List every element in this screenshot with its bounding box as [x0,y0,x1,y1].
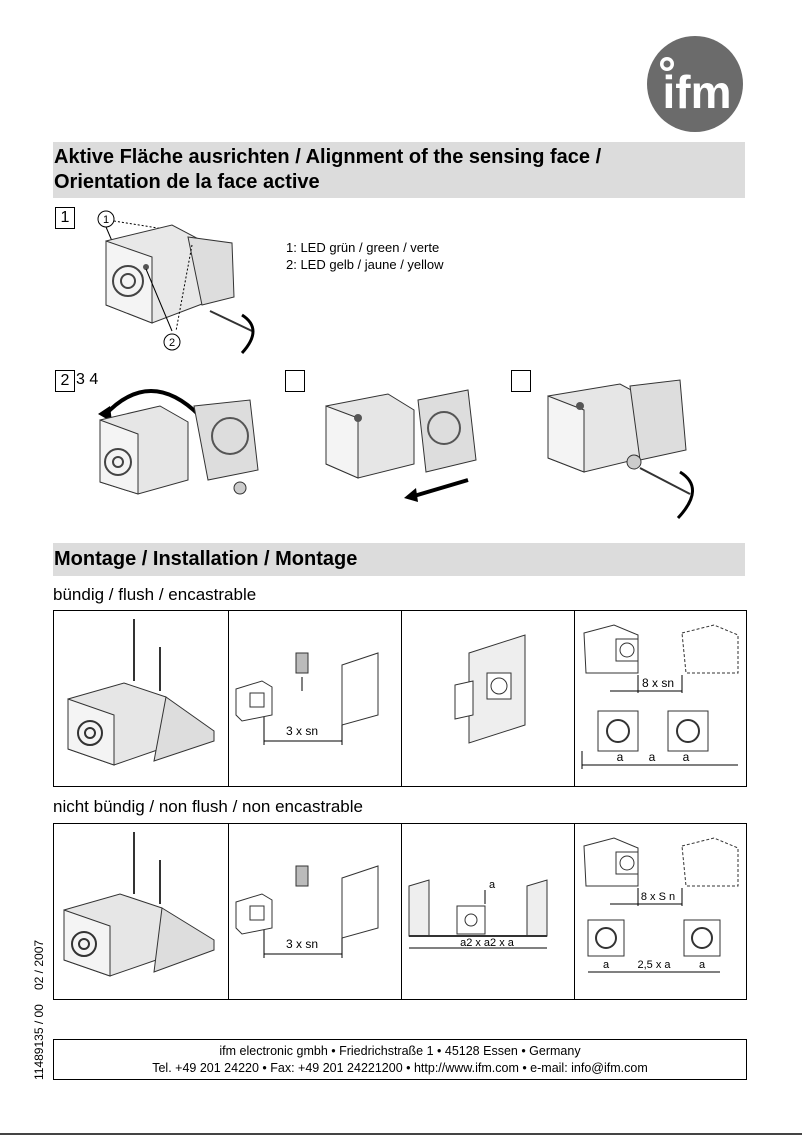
flush-sensor-mounting [54,611,229,786]
sensor-led-illustration: 1 2 [92,205,272,365]
flush-dim-8xsn: 8 x sn [642,676,674,690]
nonflush-dim-8xsn: 8 x S n [641,891,675,903]
step-1-number: 1 [55,207,75,229]
led-legend: 1: LED grün / green / verte 2: LED gelb … [286,239,444,273]
callout-2-label: 2 [169,337,175,349]
step-4-number-box [511,370,531,392]
rotate-head-illustration [90,376,270,502]
flush-spacing: 8 x sn a a a [574,611,746,786]
section-alignment-header: Aktive Fläche ausrichten / Alignment of … [53,142,745,198]
remove-head-illustration [318,380,498,506]
logo-text: ifm [663,66,732,118]
document-date: 02 / 2007 [32,939,46,990]
nonflush-dim-a1: a [603,959,610,971]
footer-line2: Tel. +49 201 24220 • Fax: +49 201 242212… [152,1061,648,1075]
nonflush-recess-mount: a a2 x a2 x a [401,824,575,999]
footer-address-box: ifm electronic gmbh • Friedrichstraße 1 … [53,1039,747,1080]
nonflush-dim-a2xa2xa: a2 x a2 x a [460,937,515,949]
flush-panel-mount [401,611,575,786]
led-legend-green: 1: LED grün / green / verte [286,240,440,255]
step-3-4-labels: 3 4 [76,370,98,390]
flush-dim-a1: a [617,750,624,764]
document-number: 11489135 / 00 [32,1004,46,1080]
section-installation-title: Montage / Installation / Montage [54,548,358,570]
step-3-number-box [285,370,305,392]
nonflush-dim-a2: a [699,959,706,971]
flush-dim-a3: a [683,750,690,764]
nonflush-dim-3xsn: 3 x sn [286,937,318,951]
flush-dim-a2: a [649,750,656,764]
nonflush-distance-3xsn: 3 x sn [228,824,402,999]
nonflush-dim-25xa: 2,5 x a [637,959,671,971]
bottom-rule [0,1133,802,1135]
fasten-screw-illustration [540,376,720,526]
section-installation-header: Montage / Installation / Montage [53,543,745,576]
nonflush-diagram-table: 3 x sn a a2 x a2 x a 8 x S n [53,823,747,1000]
step-4-label: 4 [89,371,99,388]
flush-dim-3xsn: 3 x sn [286,724,318,738]
led-legend-yellow: 2: LED gelb / jaune / yellow [286,257,444,272]
nonflush-subtitle: nicht bündig / non flush / non encastrab… [53,797,363,816]
nonflush-sensor-mounting [54,824,229,999]
section-alignment-title-line1: Aktive Fläche ausrichten / Alignment of … [54,146,602,168]
section-alignment-title-line2: Orientation de la face active [54,171,320,193]
nonflush-dim-a-top: a [489,879,496,891]
footer-line1: ifm electronic gmbh • Friedrichstraße 1 … [219,1044,581,1058]
flush-subtitle: bündig / flush / encastrable [53,585,257,604]
step-3-label: 3 [76,371,85,388]
ifm-logo: ifm [645,34,745,134]
callout-1-label: 1 [103,214,109,226]
nonflush-spacing: 8 x S n a 2,5 x a a [574,824,746,999]
step-2-number: 2 [55,370,75,392]
flush-distance-3xsn: 3 x sn [228,611,402,786]
flush-diagram-table: 3 x sn 8 x sn a a a [53,610,747,787]
